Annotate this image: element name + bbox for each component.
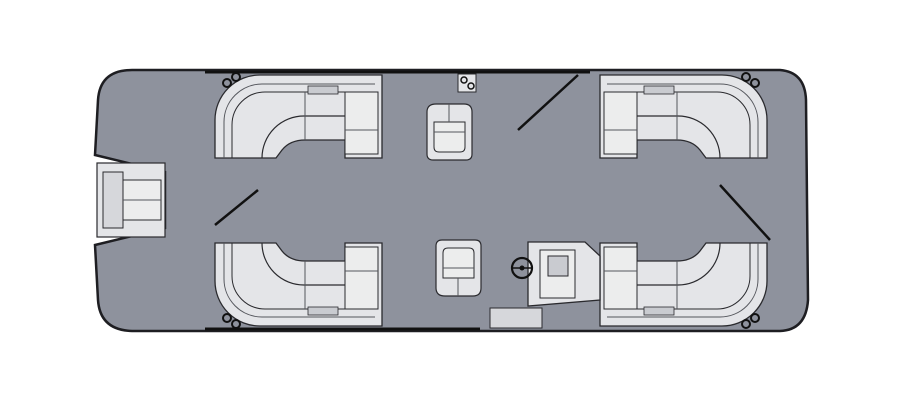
steering-wheel-icon — [510, 256, 534, 280]
helm-console — [489, 241, 601, 329]
swim-platform — [96, 162, 166, 238]
captain-chair-starboard — [435, 239, 482, 297]
cleat — [457, 73, 477, 93]
captain-chair-port — [426, 103, 473, 161]
gate-lines — [214, 74, 771, 241]
